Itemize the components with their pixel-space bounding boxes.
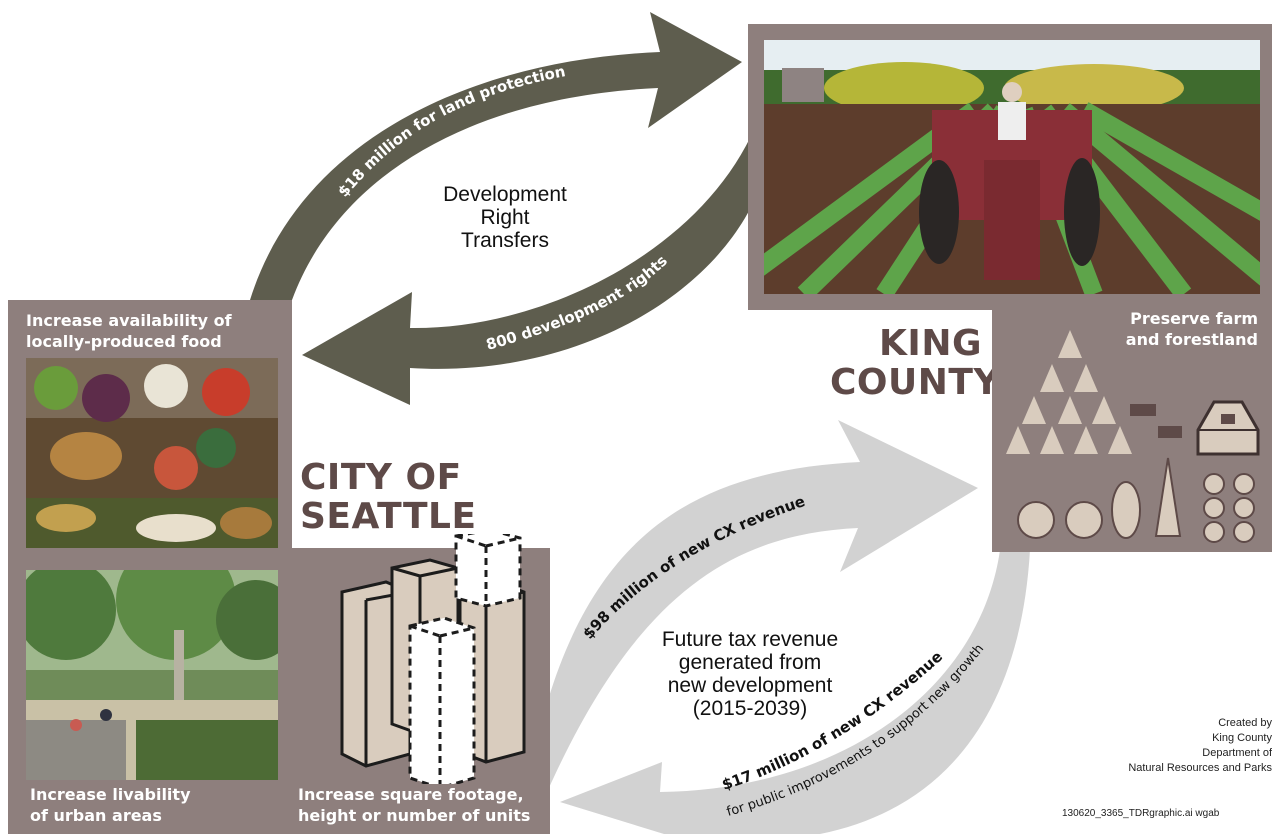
city-of-seattle-label: CITY OF SEATTLE: [300, 457, 477, 537]
development-transfers-text: Development Right Transfers: [443, 183, 567, 252]
tree-icons: [1006, 330, 1132, 454]
king-county-label: KING COUNTY: [830, 323, 1001, 403]
farm-icons: [1006, 330, 1260, 543]
farm-photo: [764, 40, 1260, 294]
public-improvements-arrow: [560, 550, 1030, 834]
market-photo: [26, 358, 278, 548]
density-panel: Increase square footage, height or numbe…: [292, 534, 550, 834]
food-title: Increase availability of locally-produce…: [26, 311, 232, 351]
filename-text: 130620_3365_TDRgraphic.ai wgab: [1062, 808, 1220, 819]
preserve-farm-panel: Preserve farm and forestland: [992, 298, 1272, 552]
barn-icon: [1196, 400, 1260, 456]
cow-icon: [1158, 426, 1182, 438]
livability-title: Increase livability of urban areas: [30, 785, 191, 825]
cx-revenue-arrow: [548, 420, 978, 790]
seattle-photo-panel: Increase availability of locally-produce…: [8, 300, 292, 834]
development-rights-arrow: [302, 80, 770, 405]
new-building-icons: [408, 534, 522, 784]
urban-park-photo: [26, 570, 278, 780]
cow-icon: [1130, 404, 1156, 416]
king-county-photo-frame: [748, 24, 1272, 310]
future-tax-text: Future tax revenue generated from new de…: [661, 628, 839, 720]
vegetable-icons: [1017, 457, 1255, 543]
credits-text: Created by King County Department of Nat…: [1128, 717, 1272, 774]
density-title: Increase square footage, height or numbe…: [298, 785, 531, 825]
preserve-farm-title: Preserve farm and forestland: [1125, 309, 1258, 349]
buildings-icon: [340, 534, 526, 784]
land-protection-arrow: [250, 12, 742, 300]
